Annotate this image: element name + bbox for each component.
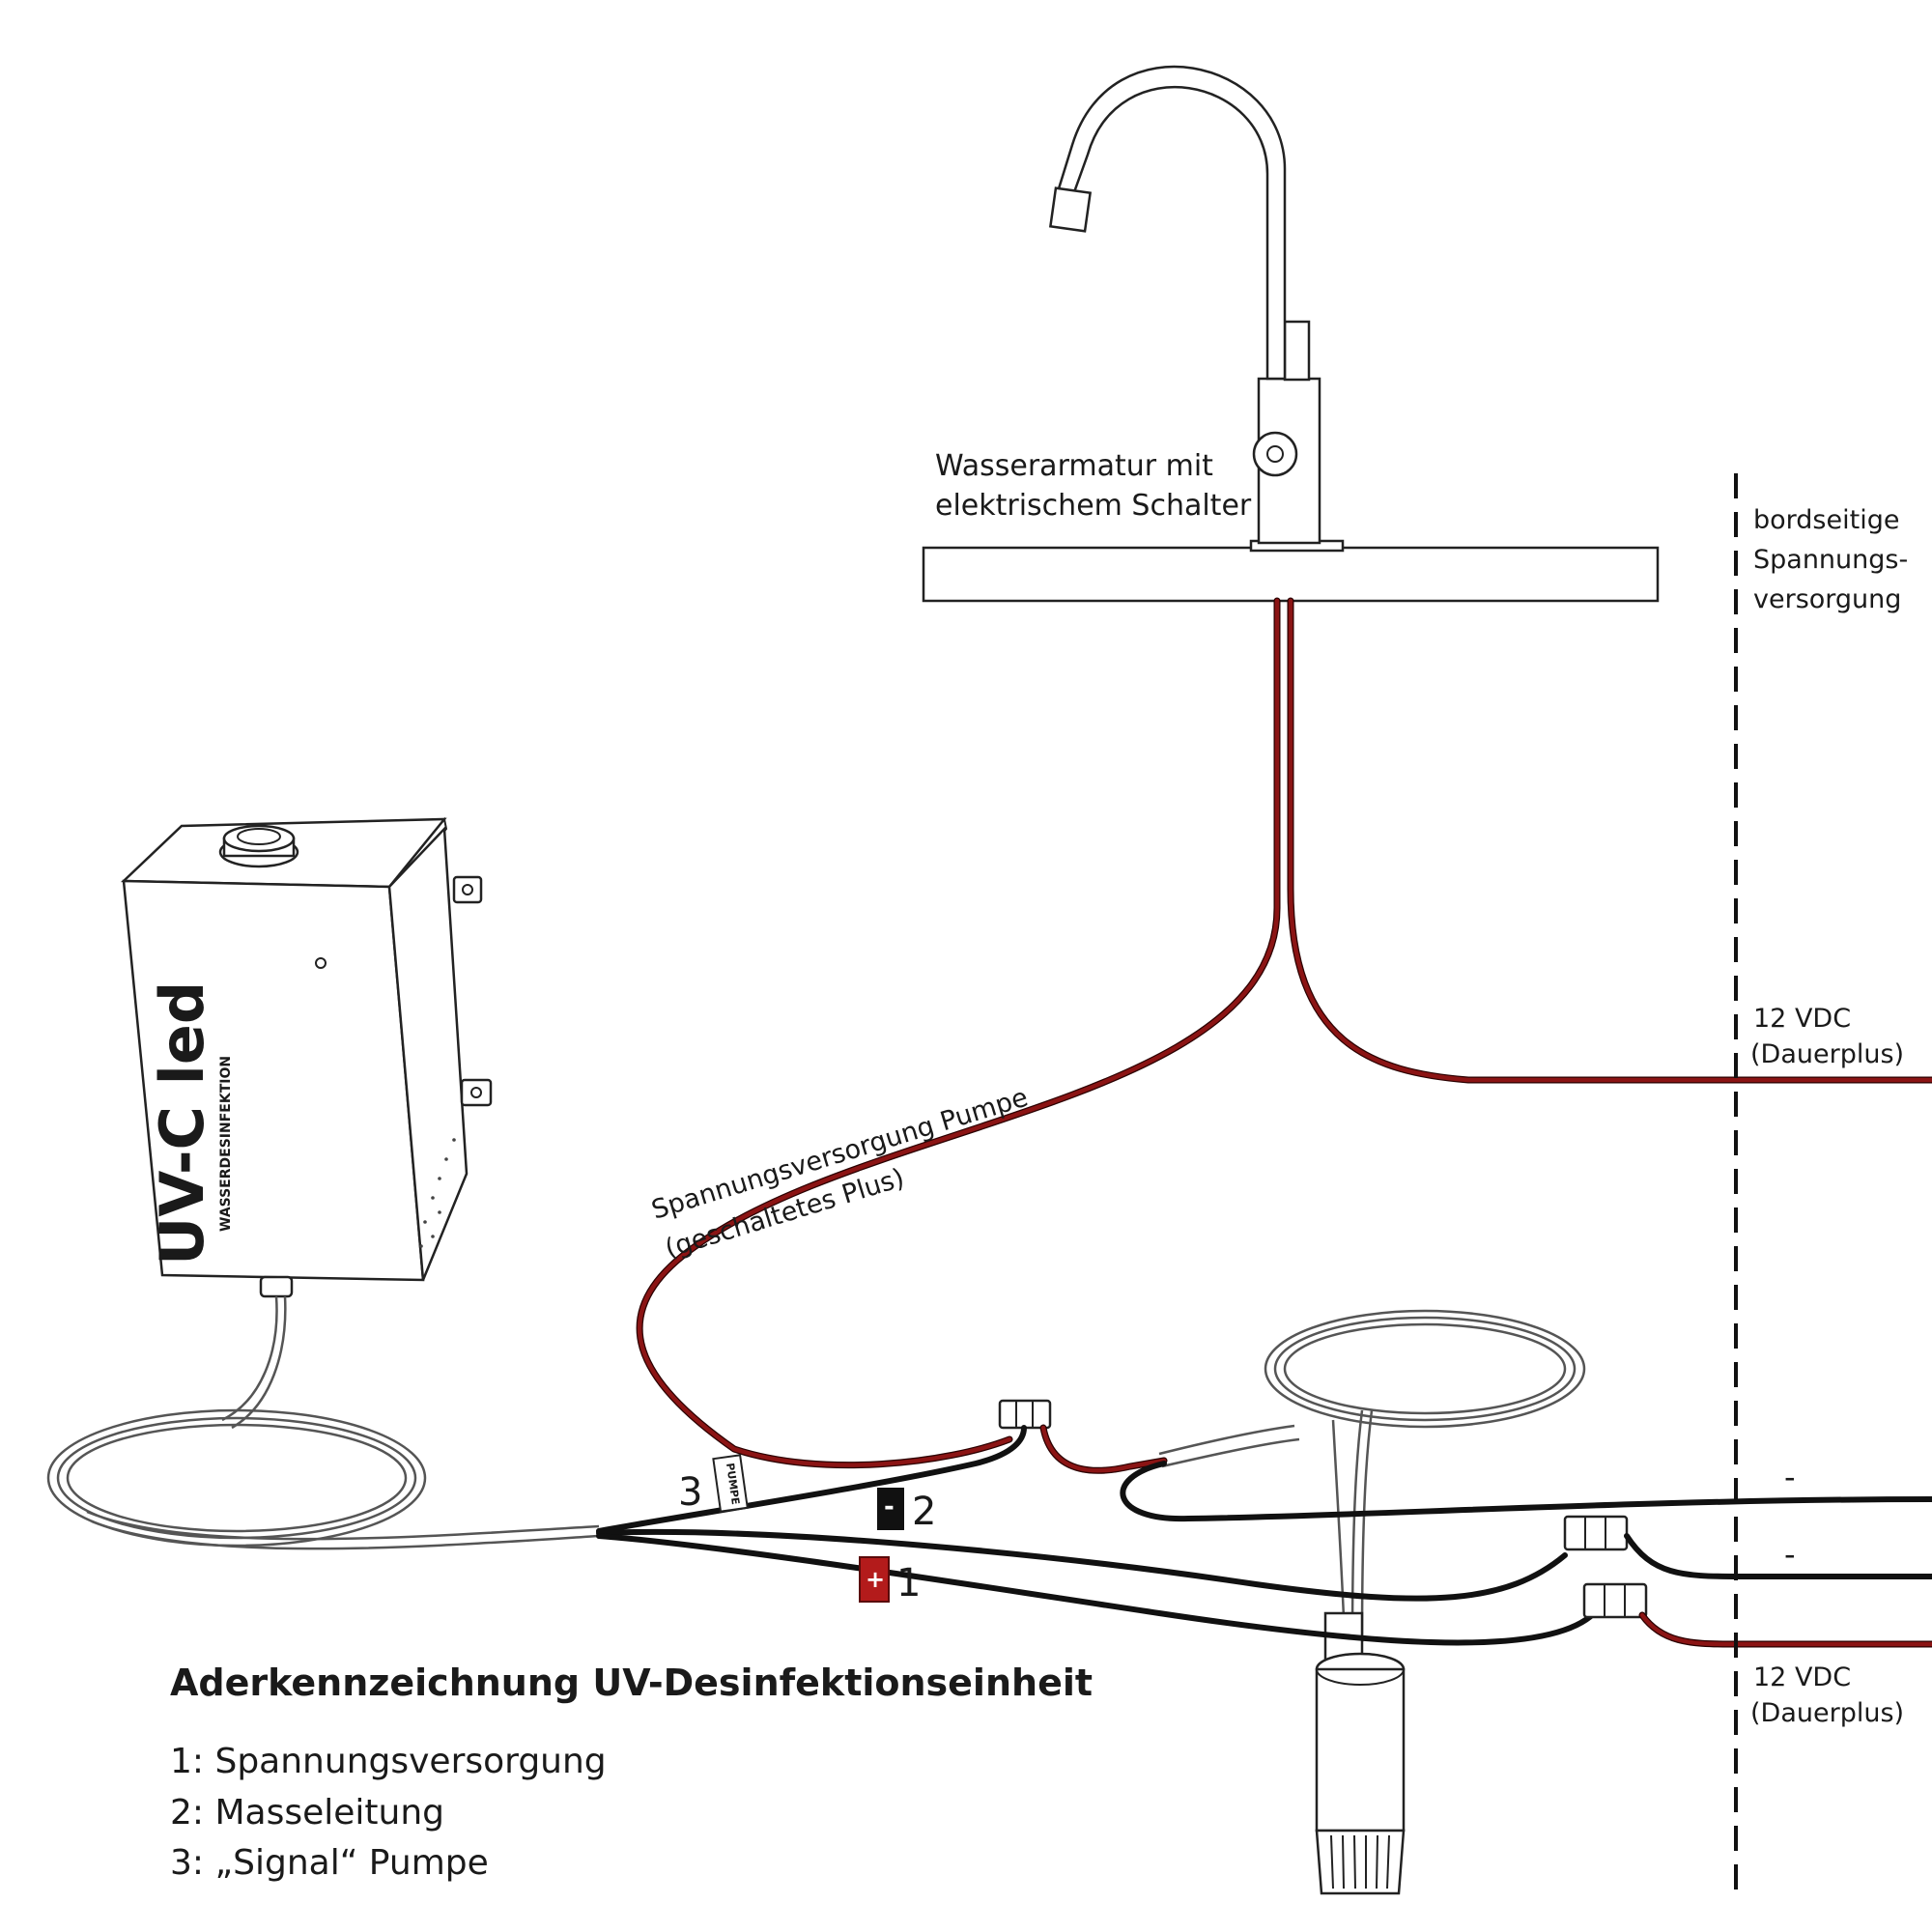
device-brand: UV-C led bbox=[147, 981, 217, 1265]
device-subtitle: WASSERDESINFEKTION bbox=[218, 1056, 234, 1232]
supply-bottom-line1: 12 VDC bbox=[1753, 1662, 1851, 1692]
wire-pump-ground bbox=[1120, 1461, 1932, 1522]
supply-top-line2: (Dauerplus) bbox=[1750, 1039, 1904, 1069]
faucet-label-line1: Wasserarmatur mit bbox=[935, 449, 1213, 483]
connector-pump bbox=[998, 1399, 1052, 1430]
legend-title: Aderkennzeichnung UV-Desinfektionseinhei… bbox=[170, 1662, 1093, 1704]
device-cable-coil bbox=[46, 1295, 600, 1550]
board-supply-label-line3: versorgung bbox=[1753, 584, 1901, 614]
minus-mark-1: - bbox=[1784, 1459, 1796, 1495]
connector-supply bbox=[1582, 1582, 1648, 1619]
connector-ground bbox=[1563, 1515, 1629, 1551]
countertop bbox=[922, 546, 1660, 603]
legend-item-3: 3: „Signal“ Pumpe bbox=[170, 1843, 489, 1883]
submersible-pump bbox=[1264, 1309, 1586, 1895]
wire-tag-2: - 2 bbox=[877, 1488, 936, 1534]
tag2-number: 2 bbox=[912, 1490, 936, 1534]
uv-c-device: UV-C led WASSERDESINFEKTION bbox=[120, 816, 493, 1298]
wire-2-ground bbox=[596, 1528, 1568, 1602]
board-supply-label-line2: Spannungs- bbox=[1753, 545, 1908, 575]
tag1-number: 1 bbox=[896, 1561, 921, 1605]
legend: Aderkennzeichnung UV-Desinfektionseinhei… bbox=[170, 1662, 1093, 1883]
faucet-label-line2: elektrischem Schalter bbox=[935, 489, 1252, 523]
tag2-symbol: - bbox=[884, 1492, 895, 1521]
faucet-handle bbox=[1252, 431, 1298, 477]
board-supply-label-line1: bordseitige bbox=[1753, 505, 1899, 535]
water-faucet bbox=[922, 65, 1660, 603]
tag3-number: 3 bbox=[678, 1470, 702, 1515]
supply-bottom-line2: (Dauerplus) bbox=[1750, 1698, 1904, 1728]
faucet-spout bbox=[1054, 65, 1287, 381]
tag3-text: PUMPE bbox=[724, 1463, 742, 1506]
minus-mark-2: - bbox=[1784, 1536, 1796, 1573]
supply-top-line1: 12 VDC bbox=[1753, 1004, 1851, 1034]
wire-tag-1: + 1 bbox=[859, 1556, 921, 1605]
legend-item-1: 1: Spannungsversorgung bbox=[170, 1742, 607, 1781]
wire-3-signal bbox=[596, 1425, 1027, 1534]
wire-tag-3: PUMPE 3 bbox=[678, 1454, 749, 1515]
wire-switched-plus bbox=[636, 597, 1281, 1469]
wire-1-supply bbox=[596, 1533, 1597, 1646]
legend-item-2: 2: Masseleitung bbox=[170, 1793, 444, 1833]
tag1-symbol: + bbox=[866, 1566, 885, 1593]
wire-board-ground bbox=[1624, 1533, 1932, 1579]
